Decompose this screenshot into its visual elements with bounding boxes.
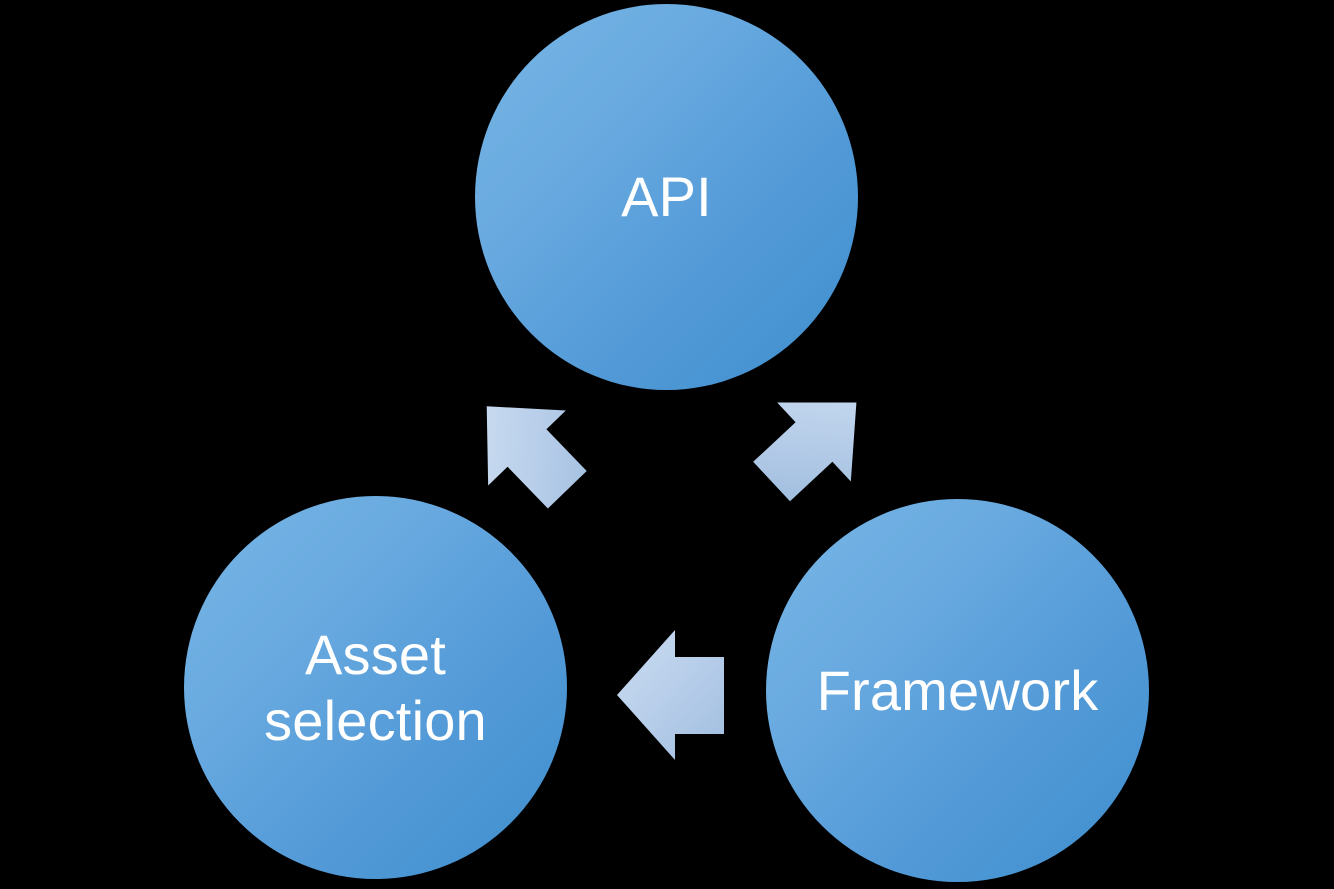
node-framework[interactable]: Framework — [766, 499, 1149, 882]
arrow-framework-to-asset-selection-icon — [612, 624, 732, 764]
arrow-asset-selection-to-api-icon — [452, 386, 602, 511]
node-api-label: API — [621, 165, 712, 229]
node-asset-selection[interactable]: Asset selection — [184, 496, 567, 879]
arrow-framework-to-asset-selection-glyph — [617, 630, 724, 760]
arrow-asset-selection-to-api-glyph — [486, 406, 587, 509]
arrow-api-to-framework-icon — [742, 380, 887, 505]
node-api[interactable]: API — [475, 4, 858, 390]
node-framework-label: Framework — [816, 658, 1099, 722]
node-asset-selection-label: Asset selection — [264, 622, 487, 752]
arrow-api-to-framework-glyph — [753, 402, 857, 502]
